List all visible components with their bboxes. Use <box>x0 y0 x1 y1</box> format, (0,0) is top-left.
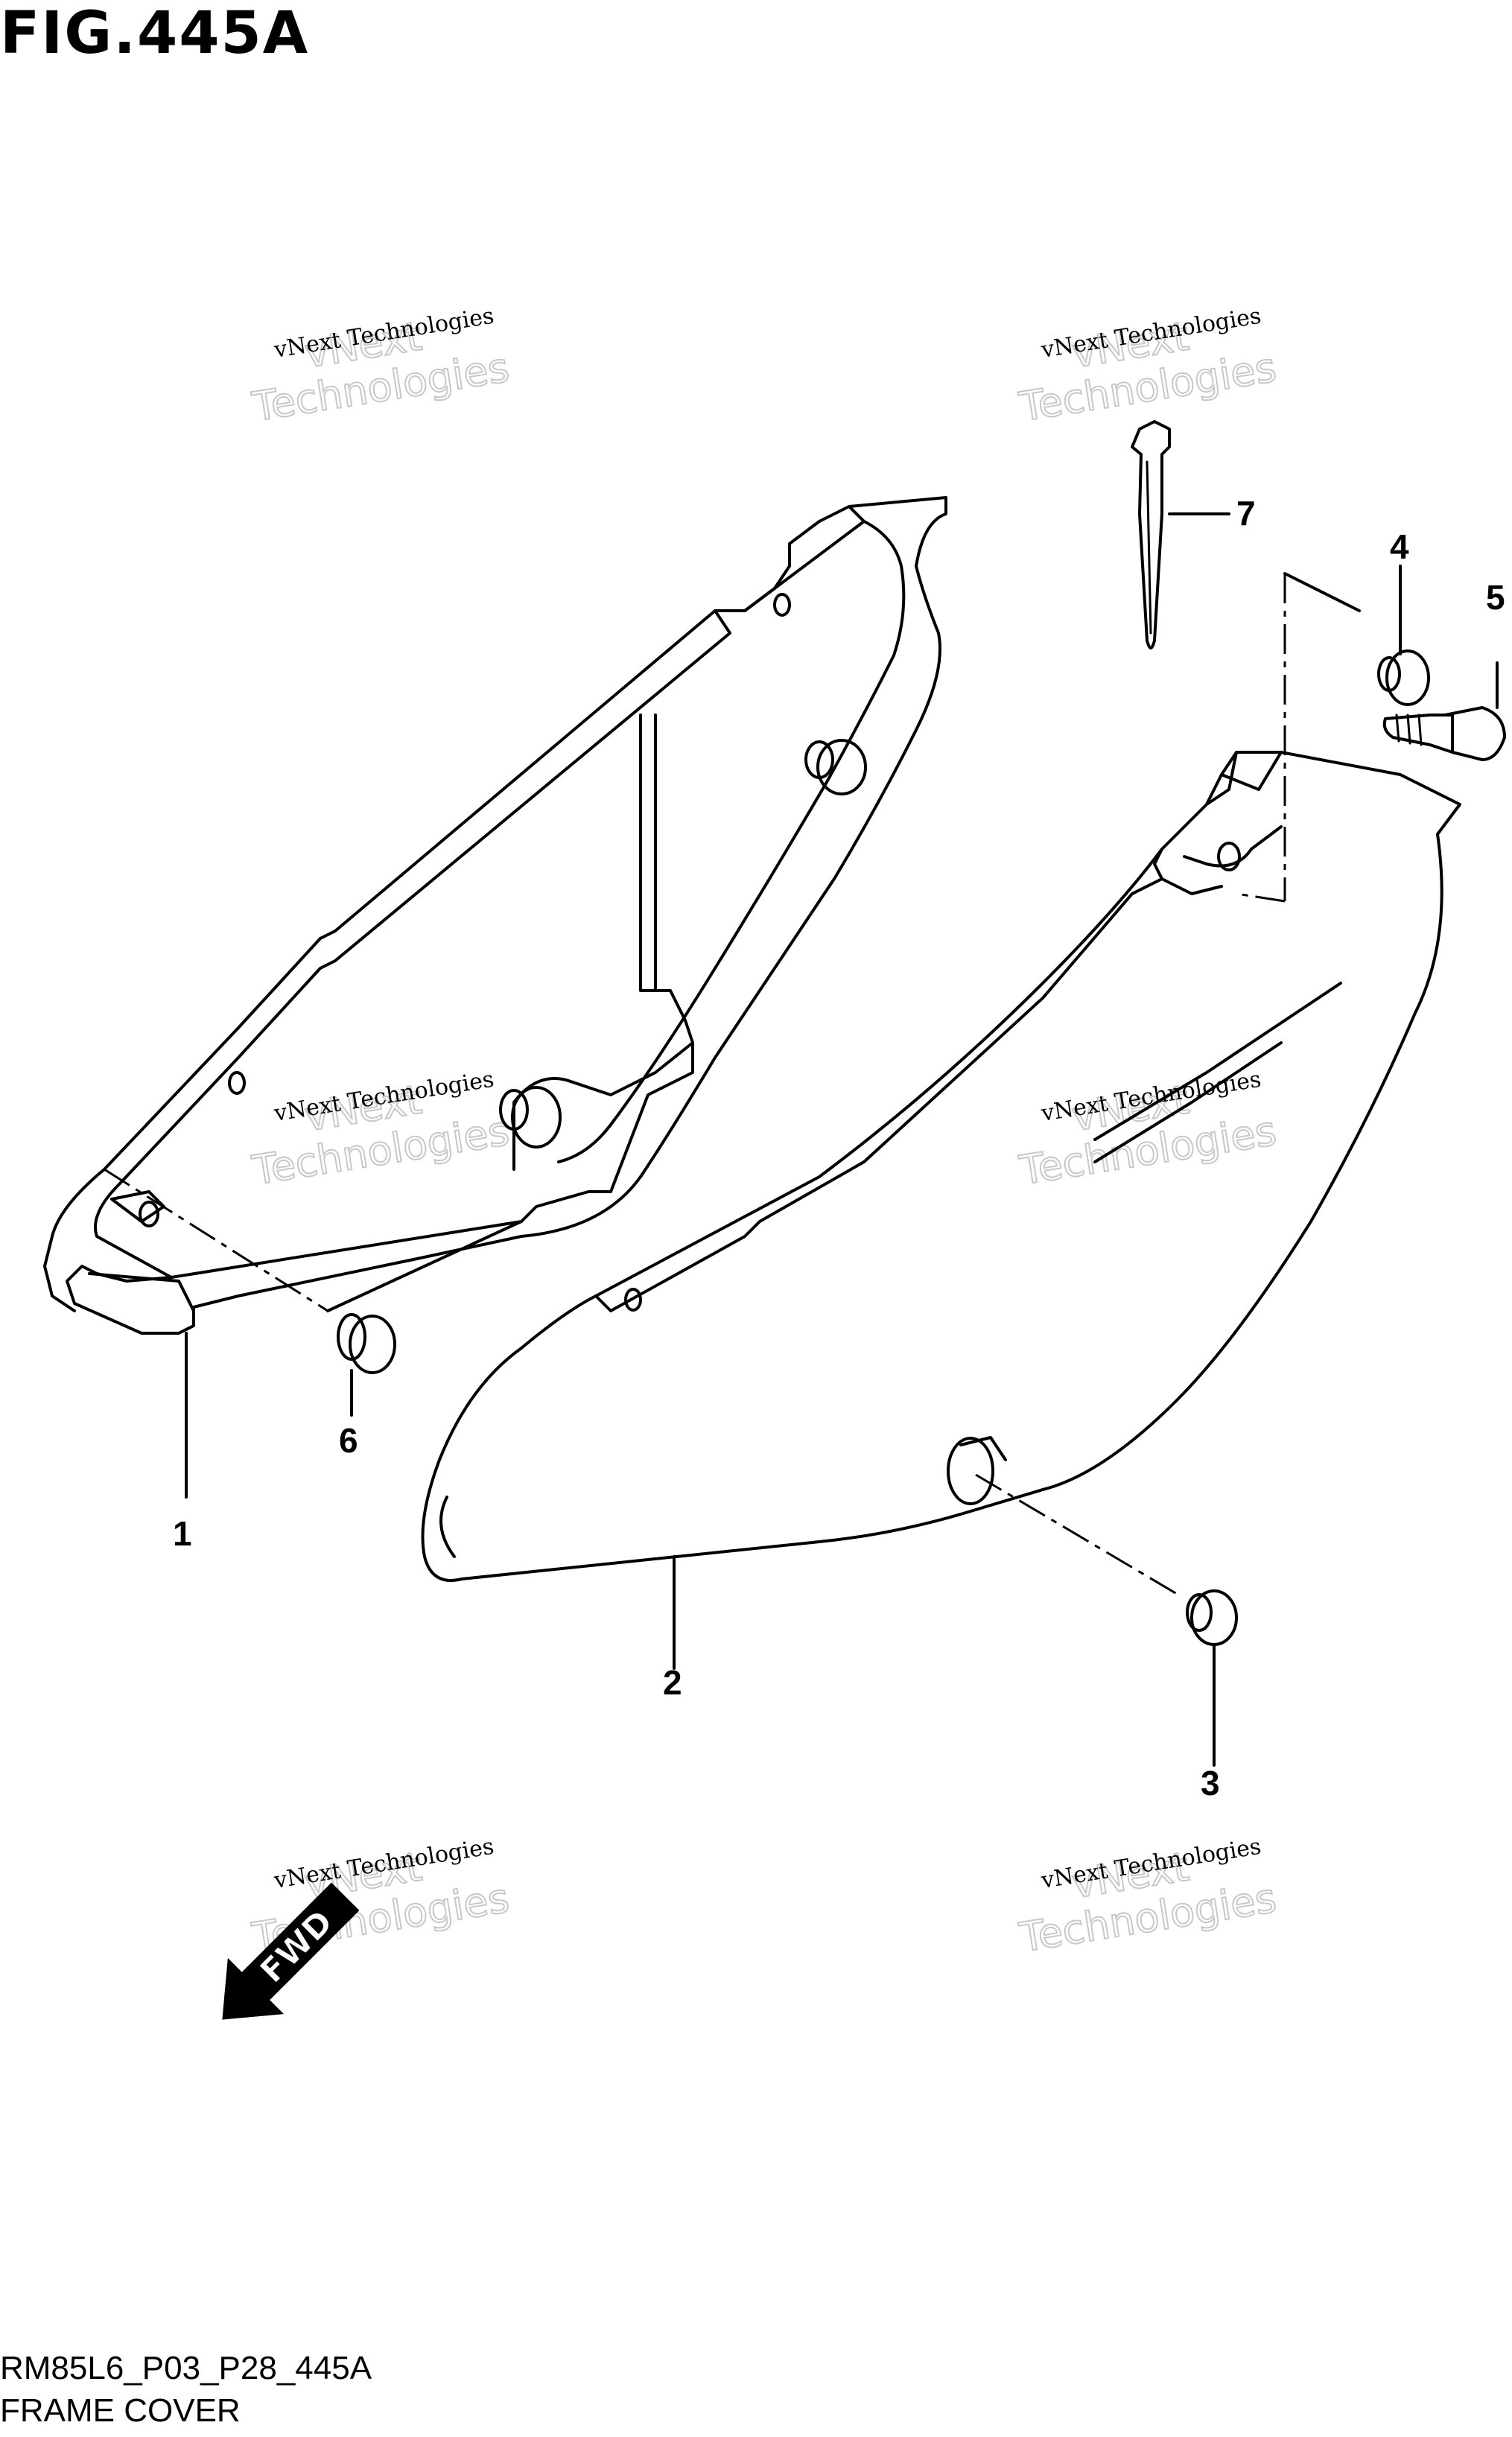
assembly-line-3 <box>975 1473 1178 1595</box>
figure-name: FRAME COVER <box>0 2392 241 2429</box>
figure-code: RM85L6_P03_P28_445A <box>0 2350 372 2386</box>
callout-3: 3 <box>1201 1764 1220 1802</box>
grommet-3 <box>1186 1589 1238 1767</box>
right-frame-cover <box>421 751 1461 1670</box>
bolt-5 <box>1382 661 1506 761</box>
grommet-6 <box>337 1313 396 1417</box>
callout-1: 1 <box>173 1514 192 1553</box>
assembly-line-6 <box>104 1168 328 1312</box>
callout-5: 5 <box>1486 578 1505 617</box>
grommet-4 <box>1377 565 1430 706</box>
left-frame-cover <box>43 496 947 1499</box>
watermark-top-left: Technologies vNext vNext Technologies <box>248 303 512 432</box>
watermark-mid-left: Technologies vNext vNext Technologies <box>248 1067 512 1195</box>
cable-tie-7 <box>1131 420 1230 649</box>
figure-title: FIG.445A <box>0 0 310 67</box>
callout-6: 6 <box>339 1421 358 1460</box>
watermark-top-right: Technologies vNext vNext Technologies <box>1015 303 1280 432</box>
callout-4: 4 <box>1390 527 1409 566</box>
callout-2: 2 <box>663 1663 682 1702</box>
callout-7: 7 <box>1236 494 1256 533</box>
assembly-line-4-bottom <box>1236 892 1286 903</box>
watermark-bottom-right: Technologies vNext vNext Technologies <box>1015 1834 1280 1963</box>
assembly-line-4-leader <box>1283 572 1361 612</box>
watermark-mid-right: Technologies vNext vNext Technologies <box>1015 1067 1280 1195</box>
forward-direction-arrow: FWD <box>222 1882 360 2020</box>
